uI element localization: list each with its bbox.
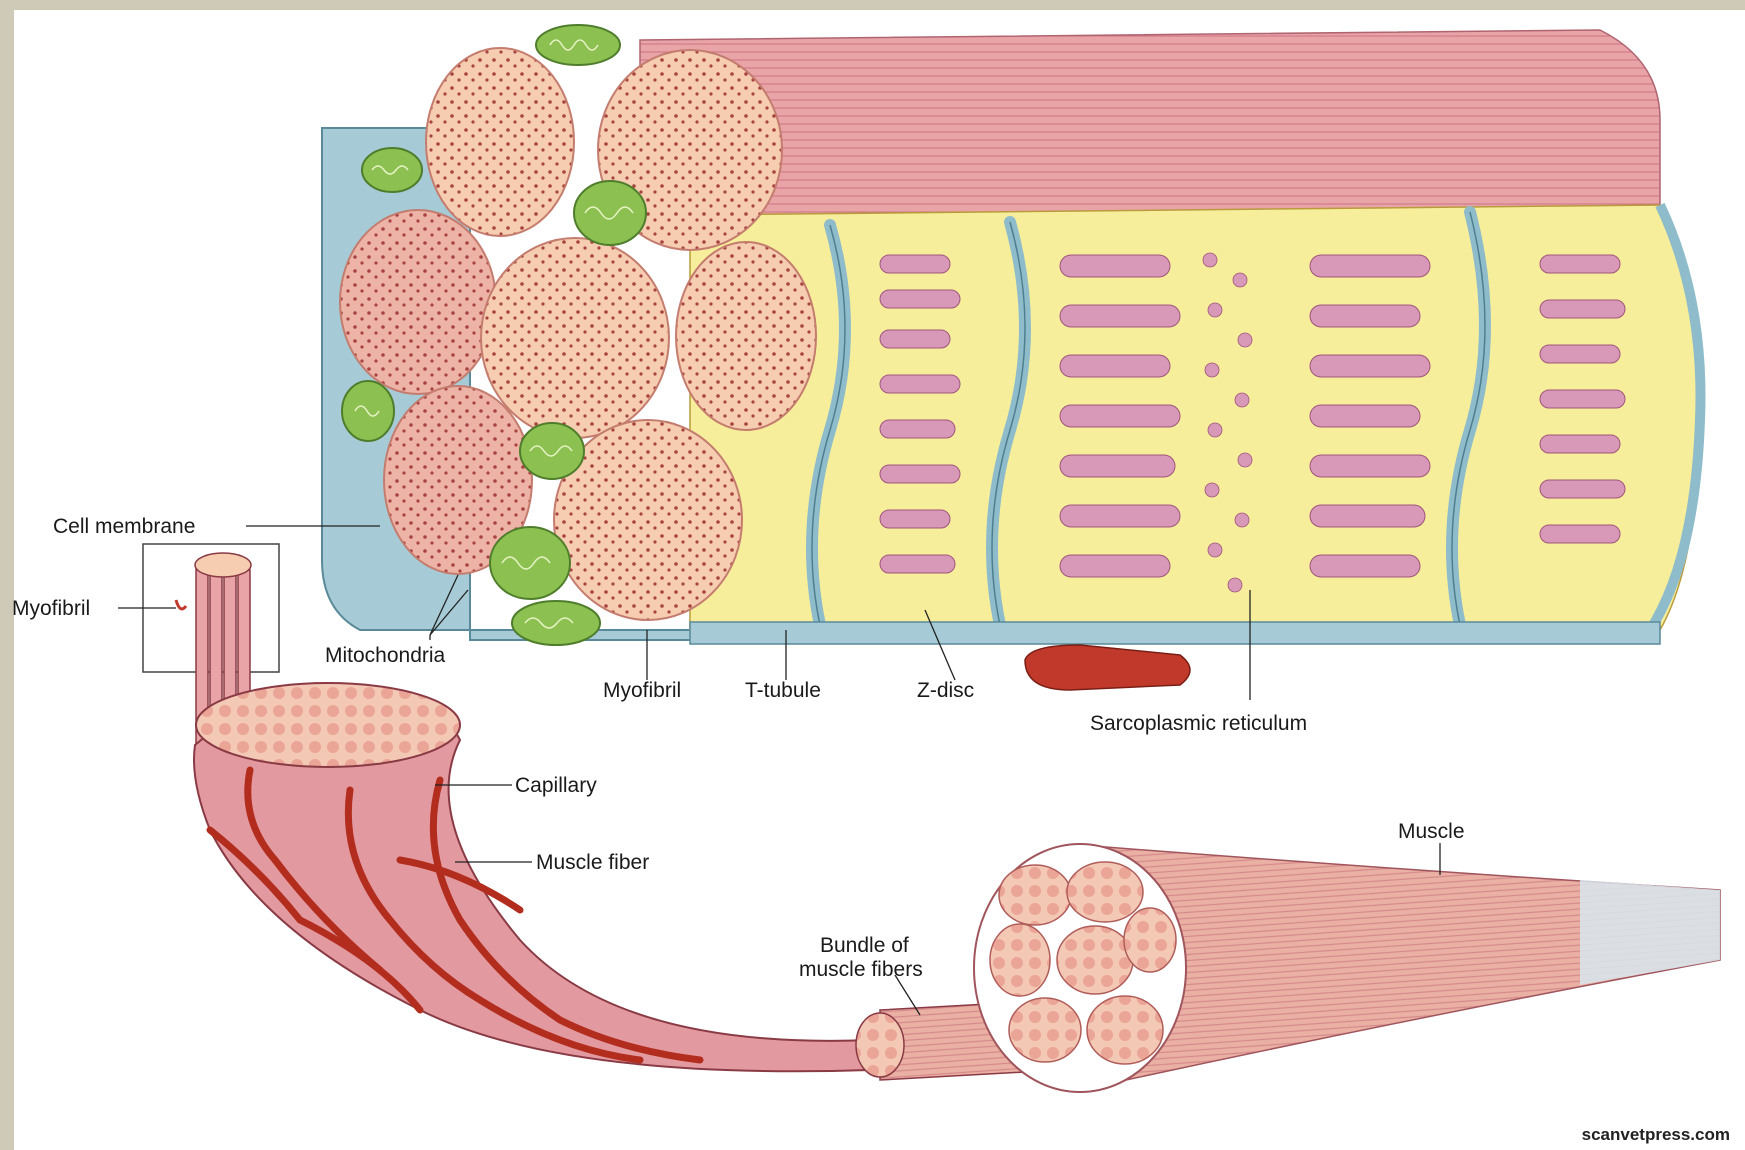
label-mitochondria: Mitochondria — [325, 644, 446, 667]
label-capillary: Capillary — [515, 774, 597, 797]
label-muscle-fiber: Muscle fiber — [536, 851, 649, 874]
watermark: scanvetpress.com — [1582, 1125, 1730, 1144]
label-bundle-line1: Bundle of — [820, 934, 909, 957]
label-t-tubule: T-tubule — [745, 679, 821, 702]
label-myofibril-bottom: Myofibril — [603, 679, 681, 702]
whole-muscle — [974, 844, 1720, 1092]
myofibril-block — [322, 25, 1701, 690]
label-z-disc: Z-disc — [917, 679, 974, 702]
label-bundle-line2: muscle fibers — [799, 958, 923, 981]
muscle-fiber — [194, 683, 870, 1071]
label-cell-membrane: Cell membrane — [53, 515, 195, 538]
label-muscle: Muscle — [1398, 820, 1465, 843]
label-sarcoplasmic-reticulum: Sarcoplasmic reticulum — [1090, 712, 1307, 735]
label-myofibril-left: Myofibril — [12, 597, 90, 620]
